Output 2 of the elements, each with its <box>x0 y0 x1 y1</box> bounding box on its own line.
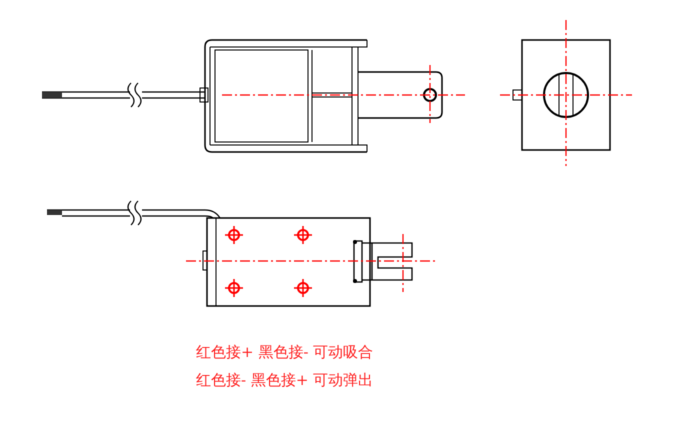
wiring-note: 红色接+ 黑色接- 可动吸合 <box>196 343 374 361</box>
wiring-note: 红色接- 黑色接+ 可动弹出 <box>196 371 374 389</box>
